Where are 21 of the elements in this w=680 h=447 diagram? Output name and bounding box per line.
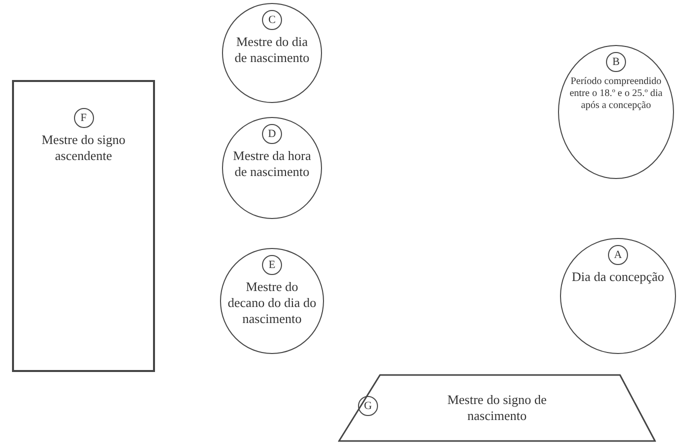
node-text: Mestre do decano do dia do nascimento [227, 279, 317, 327]
rectangle-box [12, 80, 155, 372]
trapezoid-node [338, 374, 656, 442]
node-text: Mestre do dia de nascimento [234, 34, 310, 66]
node-text: Mestre do signo de nascimento [446, 392, 548, 424]
circle-node [220, 248, 324, 354]
circled-letter: G [358, 396, 378, 416]
circle-node [222, 3, 322, 103]
node-text: Dia da concepção [570, 269, 666, 285]
circle-node [558, 45, 674, 179]
circled-letter: F [74, 108, 94, 128]
node-text: Mestre do signo ascendente [40, 132, 126, 164]
circle-node [222, 117, 322, 219]
circled-letter: E [262, 255, 282, 275]
circle-node [560, 238, 676, 354]
circled-letter: B [606, 52, 626, 72]
circled-letter: C [262, 10, 282, 30]
node-text: Período compreendido entre o 18.º e o 25.º dia após a concepção [568, 76, 664, 112]
circled-letter: D [262, 124, 282, 144]
node-text: Mestre da hora de nascimento [232, 148, 312, 180]
circled-letter: A [608, 245, 628, 265]
